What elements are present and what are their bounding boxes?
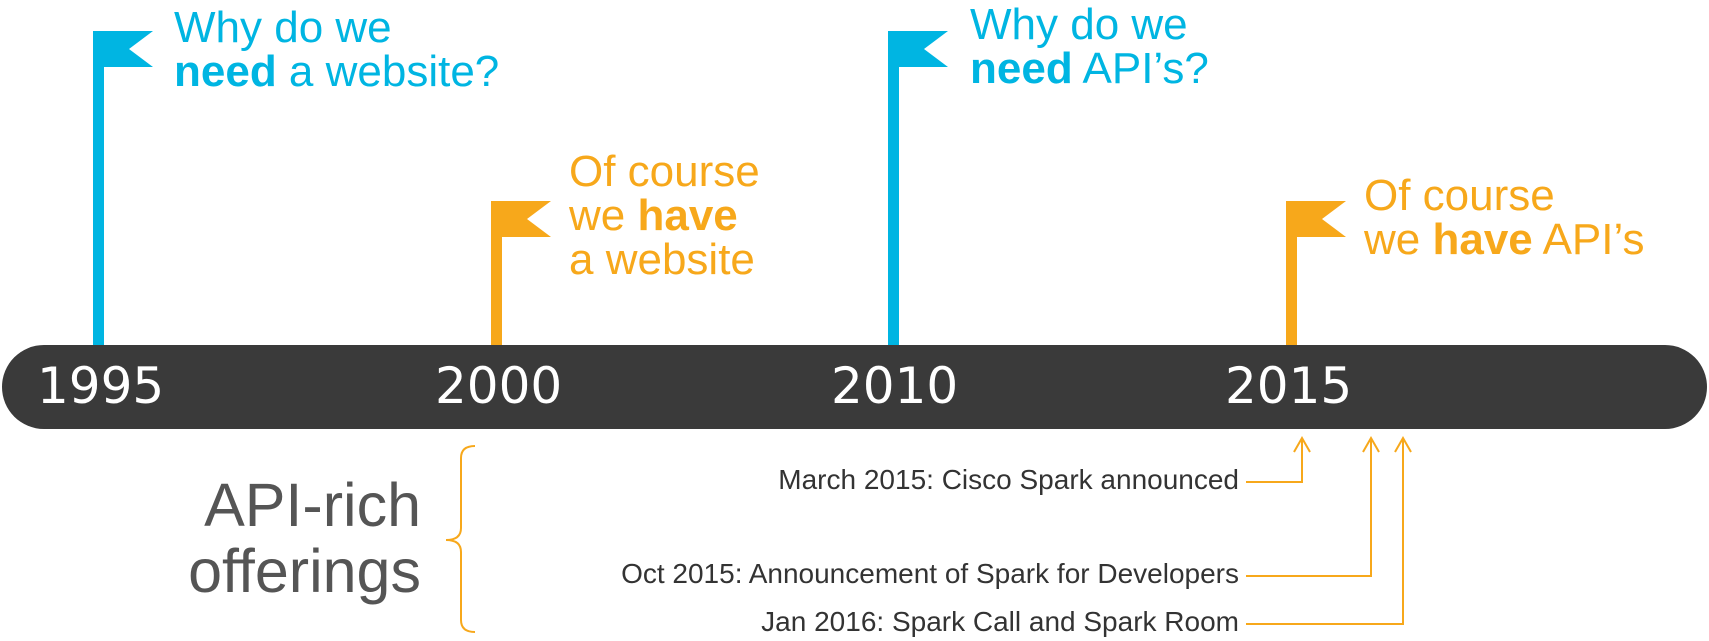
flag-text-2000-line1: Of course — [569, 147, 760, 196]
milestone-jan-2016: Jan 2016: Spark Call and Spark Room — [761, 606, 1239, 637]
offerings-label-line1: API-rich — [204, 471, 421, 539]
flag-text-1995: Why do we need a website? — [174, 6, 499, 94]
offerings-label-line2: offerings — [188, 537, 421, 605]
milestone-oct-2015: Oct 2015: Announcement of Spark for Deve… — [621, 558, 1239, 589]
flag-text-2000-line3: a website — [569, 235, 755, 284]
flag-text-1995-bold: need — [174, 47, 277, 96]
year-2015: 2015 — [1225, 357, 1353, 415]
flag-1995-icon — [93, 31, 153, 347]
flag-text-2015: Of course we have API’s — [1364, 174, 1644, 262]
flag-text-2015-bold: have — [1432, 215, 1533, 264]
flag-text-2010-line1: Why do we — [970, 0, 1188, 49]
flag-text-2000-pre: we — [569, 191, 638, 240]
flag-2000-icon — [491, 201, 551, 347]
year-2000: 2000 — [435, 357, 563, 415]
flag-text-2015-pre: we — [1364, 215, 1433, 264]
flag-text-1995-line1: Why do we — [174, 3, 392, 52]
flag-text-2010-line2: need API’s? — [970, 47, 1209, 91]
milestone-arrow-oct-2015 — [1246, 435, 1380, 577]
flag-text-2000-line2: we have — [569, 194, 760, 238]
timeline-bar — [2, 345, 1707, 429]
flag-2010-icon — [888, 31, 948, 347]
flag-2015-icon — [1286, 201, 1346, 347]
flag-text-2010: Why do we need API’s? — [970, 3, 1209, 91]
milestone-arrow-jan-2016 — [1246, 435, 1412, 625]
offerings-brace — [445, 445, 476, 633]
year-1995: 1995 — [37, 357, 165, 415]
year-2010: 2010 — [831, 357, 959, 415]
flag-text-2015-line1: Of course — [1364, 171, 1555, 220]
milestone-arrow-march-2015 — [1246, 435, 1311, 483]
flag-text-2015-line2: we have API’s — [1364, 218, 1644, 262]
milestone-march-2015: March 2015: Cisco Spark announced — [778, 464, 1239, 495]
flag-text-1995-rest: a website? — [276, 47, 500, 96]
flag-text-2010-bold: need — [970, 44, 1073, 93]
offerings-label: API-rich offerings — [188, 472, 421, 604]
flag-text-2000: Of course we have a website — [569, 150, 760, 282]
flag-text-2015-rest: API’s — [1532, 215, 1645, 264]
flag-text-2000-bold: have — [637, 191, 738, 240]
flag-text-2010-rest: API’s? — [1072, 44, 1209, 93]
flag-text-1995-line2: need a website? — [174, 50, 499, 94]
